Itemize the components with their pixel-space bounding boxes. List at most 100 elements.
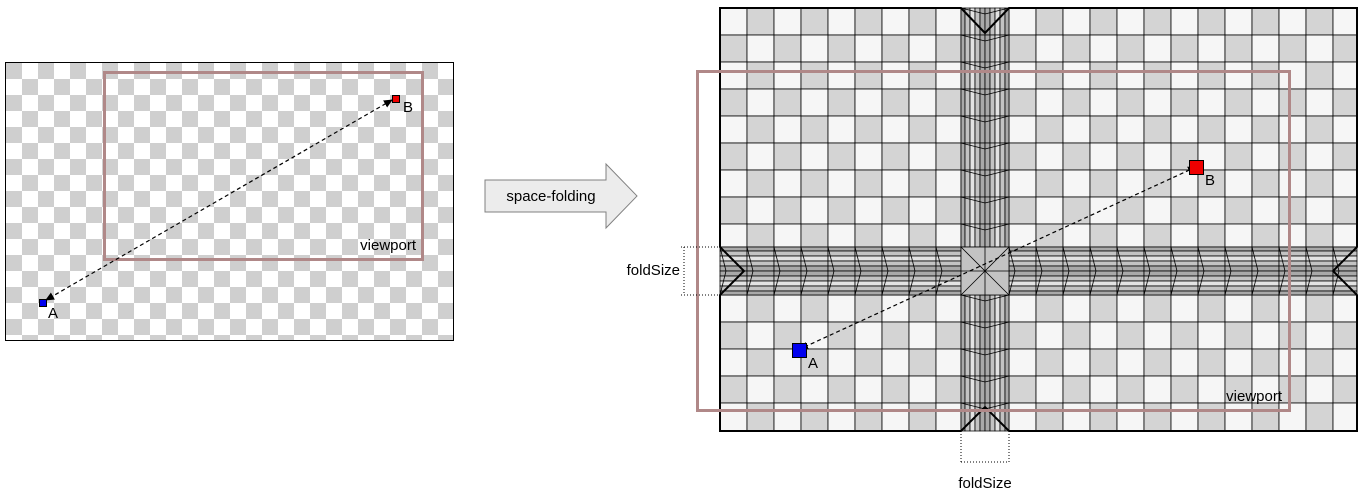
fold-band-cell [1143,255,1172,262]
checker-square [182,303,198,319]
fold-band-cell [1008,285,1037,292]
grid-cell [827,294,856,323]
grid-cell [1332,294,1358,323]
grid-cell [1143,169,1172,198]
checker-square [422,159,438,175]
checker-square [342,271,358,287]
fold-band-cell [1278,280,1307,287]
fold-band-cell [908,270,937,277]
checker-square [230,223,246,239]
grid-cell [1035,375,1064,404]
fold-band-cell [827,265,856,272]
checker-square [342,175,358,191]
grid-cell [881,34,910,63]
grid-cell [1197,321,1226,350]
fold-strip-cell [984,375,991,404]
grid-cell [1197,7,1226,36]
grid-cell [1224,169,1253,198]
fold-band-cell [1116,250,1145,257]
fold-band-cell [1008,280,1037,287]
checker-square [198,159,214,175]
checker-square [326,287,342,303]
fold-strip-cell [979,223,986,248]
grid-cell [935,169,962,198]
fold-band-cell [1305,280,1334,287]
fold-band-cell [1197,265,1226,272]
checker-square [214,271,230,287]
checker-square [342,111,358,127]
grid-cell [1089,402,1118,432]
grid-cell [1143,348,1172,377]
grid-cell [746,321,775,350]
checker-square [278,335,294,340]
checker-square [22,207,38,223]
fold-band-cell [1062,265,1091,272]
checker-square [278,175,294,191]
checker-square [150,79,166,95]
fold-band-cell [854,250,883,257]
fold-strip-cell [969,34,976,63]
grid-cell [1278,142,1307,171]
checker-square [214,175,230,191]
checker-square [390,191,406,207]
fold-strip-cell [994,34,1001,63]
grid-cell [1062,34,1091,63]
checker-square [358,95,374,111]
fold-band-cell [827,285,856,292]
grid-cell [881,348,910,377]
grid-cell [1116,142,1145,171]
grid-cell [719,115,748,144]
grid-cell [773,375,802,404]
fold-chevron [960,88,1010,96]
checker-square [150,271,166,287]
checker-square [182,335,198,340]
grid-cell [1035,321,1064,350]
checker-square [22,143,38,159]
fold-strip-cell [969,294,976,323]
checker-square [406,207,422,223]
checker-square [38,127,54,143]
fold-band-cell [1278,270,1307,277]
fold-chevron [1224,246,1232,296]
fold-strip-cell [964,223,971,248]
checker-square [310,111,326,127]
space-folding-label: space-folding [506,188,595,205]
fold-band-cell [1035,246,1064,252]
fold-band-cell [935,246,962,252]
grid-cell [773,294,802,323]
grid-cell [1305,348,1334,377]
fold-band-cell [1035,280,1064,287]
checker-square [246,175,262,191]
fold-band-cell [935,290,962,296]
checker-square [406,111,422,127]
checker-square [262,191,278,207]
checker-square [166,287,182,303]
grid-cell [1062,88,1091,117]
grid-cell [1332,7,1358,36]
grid-cell [1251,196,1280,225]
fold-band-cell [1278,290,1307,296]
checker-square [54,111,70,127]
grid-cell [1197,375,1226,404]
grid-cell [1116,169,1145,198]
fold-strip-cell [969,61,976,90]
checker-square [22,271,38,287]
grid-cell [1251,142,1280,171]
grid-cell [1062,294,1091,323]
checker-square [166,95,182,111]
checker-square [246,143,262,159]
checker-square [166,255,182,271]
grid-cell [1251,61,1280,90]
grid-cell [908,348,937,377]
fold-strip-cell [1004,169,1010,198]
fold-strip-cell [969,375,976,404]
checker-square [326,223,342,239]
checker-square [342,79,358,95]
checker-square [390,287,406,303]
checker-square [22,303,38,319]
fold-band-cell [1305,290,1334,296]
grid-cell [800,169,829,198]
checker-square [6,63,22,79]
grid-cell [800,88,829,117]
checker-square [166,159,182,175]
